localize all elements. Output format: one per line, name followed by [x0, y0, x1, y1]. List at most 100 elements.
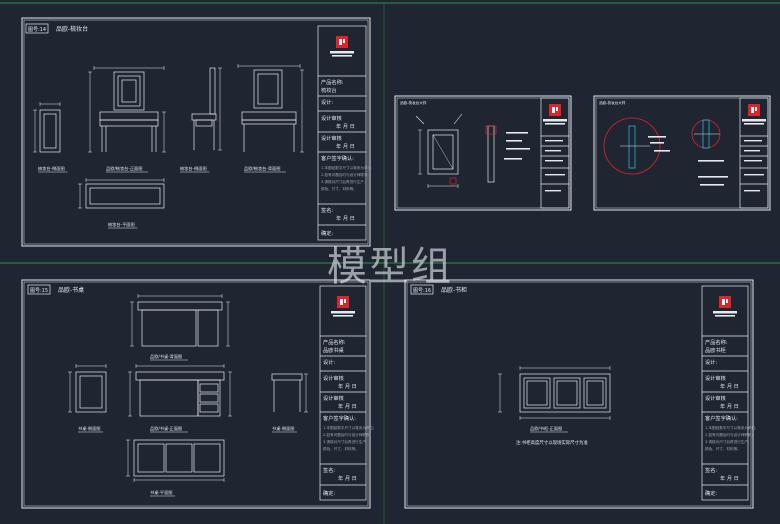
drawing-note: 注:书柜高度尺寸以现场实际尺寸为准 — [516, 439, 588, 446]
company-logo — [330, 36, 354, 57]
detail-sheet-1: 品欧-梳妆台大样 — [394, 95, 572, 211]
drawing-side-view — [33, 102, 61, 153]
view-caption: 梳妆台-侧面图 — [38, 165, 68, 173]
detail-drawing — [415, 113, 530, 188]
drawing-plan-view — [78, 178, 165, 209]
designer-label: 设计: — [321, 98, 333, 106]
view-caption: 品欧/书桌-背面图 — [150, 353, 188, 361]
view-caption-text: 书桌-侧面图 — [78, 425, 100, 432]
note-line: 1.本图纸数字尺寸以毫米为单位; — [323, 425, 374, 430]
view-caption: 书桌-平面图 — [150, 489, 176, 497]
note-line: 3.请核对尺寸后再进行生产, — [705, 439, 749, 444]
note-line: 2.如有问题及时与设计师联系; — [323, 432, 371, 437]
drawing-back-view — [130, 294, 230, 347]
view-caption: 品欧/梳妆台-背面图 — [244, 165, 286, 173]
audit-label: 设计审核 — [321, 134, 342, 142]
note-line: 2.如有问题及时与设计师联系; — [321, 172, 369, 177]
approve-label: 确定: — [321, 229, 333, 237]
product-name-label: 产品名称: — [705, 338, 728, 346]
audit-label: 设计审核 — [705, 394, 726, 402]
design-review-label: 设计审核 — [323, 374, 344, 382]
view-caption: 书桌-侧面图 — [272, 425, 298, 433]
view-caption: 梳妆台-平面图 — [108, 221, 138, 229]
approve-label: 确定: — [705, 489, 717, 497]
note-line: 2.如有问题及时与设计师联系; — [705, 432, 753, 437]
note-line: 1.本图纸数字尺寸以毫米为单位; — [321, 165, 372, 170]
drawing-side-view-2 — [191, 67, 222, 151]
view-caption-text: 书桌-平面图 — [150, 489, 172, 496]
sheet-number: 图号:16 — [413, 288, 431, 294]
drawing-side-view — [68, 364, 107, 413]
view-caption-text: 品欧/书桌-背面图 — [150, 353, 182, 360]
note-line: 3.请核对尺寸后再进行生产, — [321, 179, 365, 184]
product-name: 品欧书柜 — [705, 346, 726, 354]
sheet-title: 品欧-梳妆台 — [56, 25, 88, 33]
design-review-label: 设计审核 — [321, 114, 342, 122]
client-confirm-label: 客户签字确认: — [705, 414, 738, 422]
drawing-plan-view — [126, 439, 225, 482]
detail-title-block — [739, 97, 769, 209]
client-confirm-label: 客户签字确认: — [321, 154, 354, 162]
review-date: 年 月 日 — [338, 382, 357, 390]
audit-date: 年 月 日 — [338, 402, 357, 410]
product-name: 梳妆台 — [321, 86, 337, 94]
note-line: 颜色、尺寸、材料等。 — [321, 186, 357, 191]
product-name-label: 产品名称: — [323, 338, 346, 346]
view-caption-text: 梳妆台-平面图 — [108, 221, 135, 228]
sheet-header: 图号:15 品欧-书桌 — [27, 284, 84, 295]
note-line: 颜色、尺寸、材料等。 — [705, 446, 741, 451]
sheet-number: 图号:15 — [30, 288, 48, 294]
company-logo — [331, 296, 355, 317]
sheet-title: 品欧-书柜 — [441, 286, 467, 294]
note-line: 颜色、尺寸、材料等。 — [323, 446, 359, 451]
product-name-label: 产品名称: — [321, 78, 344, 86]
audit-date: 年 月 日 — [336, 142, 355, 150]
designer-label: 设计: — [705, 358, 717, 366]
sheet-header: 图号:16 品欧-书柜 — [410, 284, 467, 295]
company-logo — [742, 104, 766, 125]
view-caption: 书桌-侧面图 — [78, 425, 104, 433]
approve-label: 确定: — [323, 489, 335, 497]
audit-label: 设计审核 — [323, 394, 344, 402]
sign-label: 签名: — [321, 206, 333, 214]
view-caption: 品欧/书柜-正面图 — [530, 425, 568, 433]
view-caption-text: 梳妆台-侧面图 — [38, 165, 65, 172]
detail-header: 品欧-梳妆台大样 — [599, 100, 626, 105]
company-logo — [543, 104, 567, 125]
review-date: 年 月 日 — [720, 382, 739, 390]
client-confirm-label: 客户签字确认: — [323, 414, 356, 422]
note-line: 1.本图纸数字尺寸以毫米为单位; — [705, 425, 756, 430]
view-caption-text: 品欧/书桌-正面图 — [150, 425, 182, 432]
drawing-front-view — [498, 366, 611, 420]
drawing-side-view-2 — [271, 373, 308, 413]
detail-drawing — [603, 117, 728, 186]
sheet-number: 图号:14 — [28, 27, 46, 33]
sign-label: 签名: — [705, 466, 717, 474]
view-caption-text: 品欧/书柜-正面图 — [530, 425, 562, 432]
view-caption-text: 品欧/梳妆台-正面图 — [106, 165, 142, 172]
design-review-label: 设计审核 — [705, 374, 726, 382]
view-caption: 品欧/梳妆台-正面图 — [106, 165, 148, 173]
review-date: 年 月 日 — [336, 122, 355, 130]
sign-date: 年 月 日 — [720, 474, 739, 482]
company-logo — [713, 296, 737, 317]
view-caption: 品欧/书桌-正面图 — [150, 425, 188, 433]
audit-date: 年 月 日 — [720, 402, 739, 410]
sign-date: 年 月 日 — [338, 474, 357, 482]
sheet-title: 品欧-书桌 — [58, 286, 84, 294]
view-caption-text: 品欧/梳妆台-背面图 — [244, 165, 280, 172]
drawing-front-view — [88, 66, 166, 153]
drawing-front-view — [128, 364, 232, 417]
product-name: 品欧书桌 — [323, 346, 344, 354]
detail-circle — [603, 117, 661, 175]
view-caption-text: 梳妆台-侧面图 — [180, 165, 207, 172]
note-line: 3.请核对尺寸后再进行生产, — [323, 439, 367, 444]
